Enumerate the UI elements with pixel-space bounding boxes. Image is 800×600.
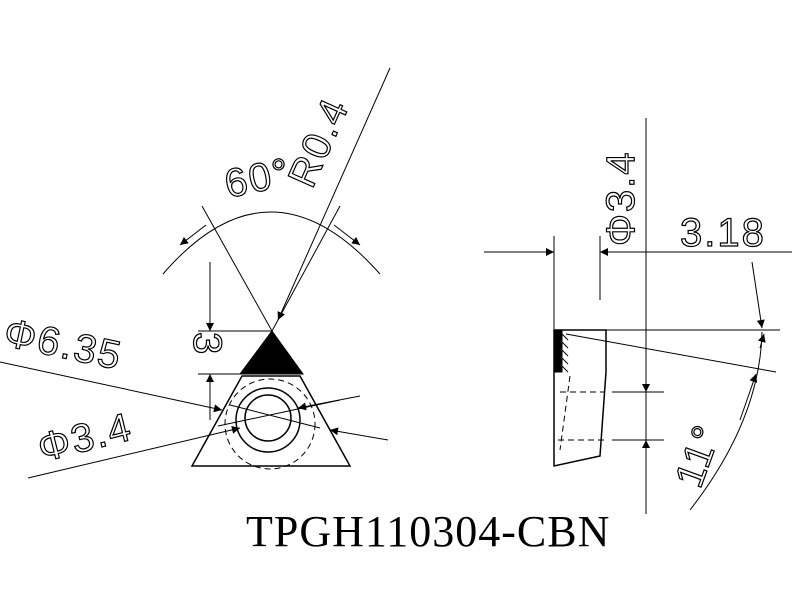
clearance-face-line xyxy=(565,333,777,373)
clearance-arrow-top xyxy=(757,333,766,349)
side-view: Φ3.4 3.18 11° xyxy=(484,118,792,514)
hole-diameter-arrow-right xyxy=(297,395,361,411)
hole-diameter-leader xyxy=(27,425,241,479)
hole-outer-circle xyxy=(235,387,301,453)
angle-arc xyxy=(162,211,381,275)
front-view: 60° R0.4 Φ6.35 3 Φ3.4 xyxy=(0,67,391,479)
angle-ext-line-right xyxy=(271,205,341,332)
clearance-arrow-bottom xyxy=(739,373,758,421)
hidden-hole-line-left xyxy=(559,375,571,451)
hole-crossline-1 xyxy=(217,399,341,427)
cbn-hatch xyxy=(561,333,569,373)
inscribed-diameter-leader xyxy=(0,361,223,413)
inscribed-circle xyxy=(224,378,316,470)
angle-arrow-right xyxy=(333,224,361,246)
radius-label: R0.4 xyxy=(280,91,358,193)
hole-inner-circle xyxy=(244,394,292,442)
cbn-tip-side xyxy=(553,329,563,373)
clearance-angle-arc xyxy=(689,331,763,511)
angle-ext-line-left xyxy=(201,205,273,332)
insert-outline xyxy=(190,375,352,467)
inscribed-diameter-arrow-right xyxy=(329,427,389,441)
side-hole-diameter-label: Φ3.4 xyxy=(599,150,643,246)
hole-crossline-2 xyxy=(229,404,321,429)
angle-arrow-left xyxy=(179,224,207,246)
inscribed-diameter-label: Φ6.35 xyxy=(0,311,126,379)
radius-leader xyxy=(277,67,391,321)
part-number: TPGH110304-CBN xyxy=(246,507,610,556)
tip-length-label: 3 xyxy=(185,332,229,356)
cbn-tip xyxy=(239,330,304,375)
thickness-label: 3.18 xyxy=(680,211,766,255)
clearance-angle-label: 11° xyxy=(667,418,730,493)
hole-diameter-label: Φ3.4 xyxy=(34,405,137,471)
thickness-arrow xyxy=(751,261,765,329)
